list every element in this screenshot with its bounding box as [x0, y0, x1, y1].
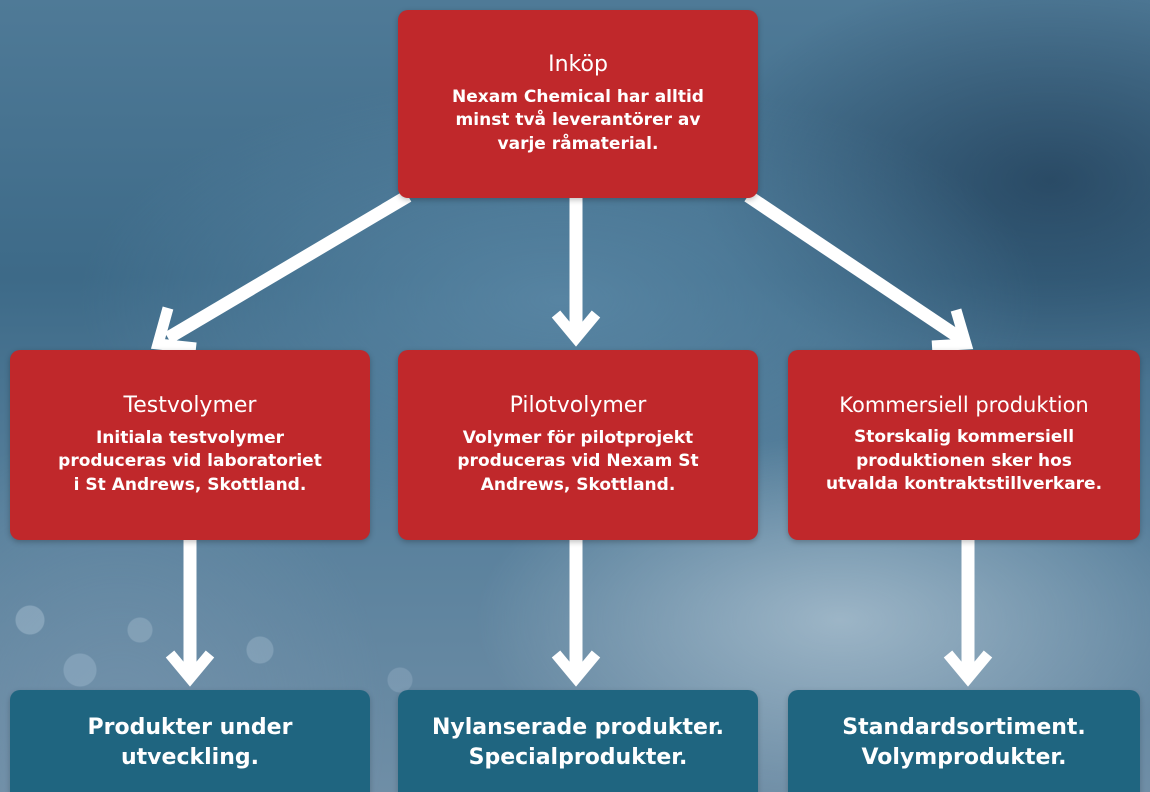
- box-pilotvolymer: Pilotvolymer Volymer för pilotprojekt pr…: [398, 350, 758, 540]
- box-inkop: Inköp Nexam Chemical har alltid minst tv…: [398, 10, 758, 198]
- box-kommersiell-produktion: Kommersiell produktion Storskalig kommer…: [788, 350, 1140, 540]
- arrowhead-outcome-3: [943, 650, 993, 687]
- arrowhead-outcome-1: [165, 650, 215, 687]
- arrowhead-testvolymer: [150, 306, 197, 354]
- arrowhead-outcome-2: [551, 650, 601, 687]
- outcome-box-2: Nylanserade produkter. Specialprodukter.: [398, 690, 758, 792]
- arrow-top-to-kommersiell: [744, 190, 964, 344]
- outcome-box-3: Standardsortiment. Volymprodukter.: [788, 690, 1140, 792]
- outcome-box-2-text: Nylanserade produkter. Specialprodukter.: [431, 714, 725, 770]
- box-testvolymer: Testvolymer Initiala testvolymer produce…: [10, 350, 370, 540]
- arrow-top-to-testvolymer: [164, 190, 412, 344]
- outcome-box-1: Produkter under utveckling.: [10, 690, 370, 792]
- box-inkop-title: Inköp: [548, 51, 608, 77]
- box-testvolymer-title: Testvolymer: [123, 392, 257, 418]
- box-inkop-description: Nexam Chemical har alltid minst två leve…: [452, 87, 704, 154]
- arrowhead-kommersiell: [931, 308, 974, 352]
- arrowhead-pilotvolymer: [551, 310, 601, 347]
- box-kommersiell-title: Kommersiell produktion: [839, 393, 1089, 418]
- box-testvolymer-description: Initiala testvolymer produceras vid labo…: [58, 428, 322, 495]
- box-kommersiell-description: Storskalig kommersiell produktionen sker…: [825, 427, 1103, 495]
- outcome-box-3-text: Standardsortiment. Volymprodukter.: [842, 714, 1086, 770]
- outcome-box-1-text: Produkter under utveckling.: [87, 714, 293, 770]
- box-pilotvolymer-description: Volymer för pilotprojekt produceras vid …: [457, 428, 699, 495]
- box-pilotvolymer-title: Pilotvolymer: [509, 392, 647, 418]
